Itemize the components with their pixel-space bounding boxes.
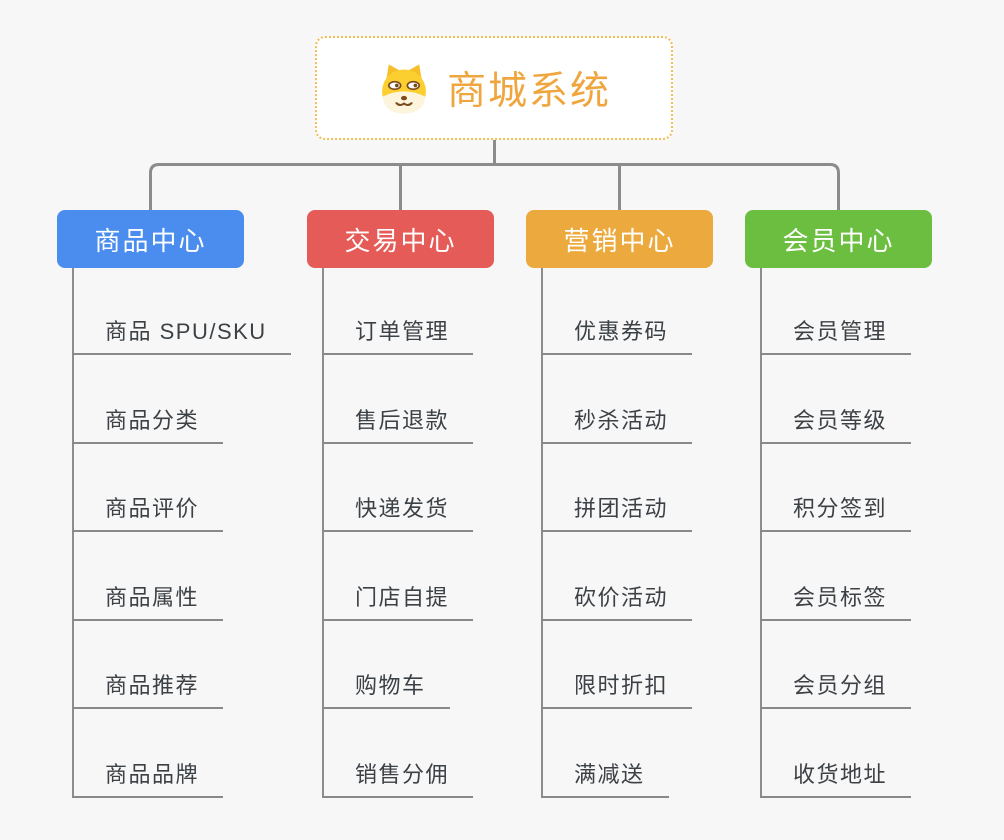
leaf-node[interactable]: 销售分佣 [322,760,474,798]
leaf-node[interactable]: 满减送 [541,760,669,798]
leaf-node[interactable]: 购物车 [322,671,450,709]
branch-node-trade[interactable]: 交易中心 [307,210,494,268]
branch-trunk-line [760,268,762,798]
leaf-node[interactable]: 商品 SPU/SKU [72,317,291,355]
branch-column-trade: 交易中心 订单管理 售后退款 快递发货 门店自提 购物车 销售分佣 [307,210,494,830]
leaf-node[interactable]: 会员管理 [760,317,912,355]
branch-column-product: 商品中心 商品 SPU/SKU 商品分类 商品评价 商品属性 商品推荐 商品品牌 [57,210,291,830]
leaf-node[interactable]: 商品推荐 [72,671,224,709]
bus-line [149,163,840,211]
branch-column-marketing: 营销中心 优惠券码 秒杀活动 拼团活动 砍价活动 限时折扣 满减送 [526,210,713,830]
branch-trunk-line [322,268,324,798]
leaf-node[interactable]: 商品属性 [72,583,224,621]
leaf-node[interactable]: 积分签到 [760,494,912,532]
leaf-node[interactable]: 砍价活动 [541,583,693,621]
leaf-node[interactable]: 优惠券码 [541,317,693,355]
leaf-node[interactable]: 商品品牌 [72,760,224,798]
leaf-node[interactable]: 会员标签 [760,583,912,621]
branch-trunk-line [541,268,543,798]
leaf-node[interactable]: 售后退款 [322,406,474,444]
root-node[interactable]: 商城系统 [315,36,673,140]
branch-node-member[interactable]: 会员中心 [745,210,932,268]
branch-node-marketing[interactable]: 营销中心 [526,210,713,268]
leaf-node[interactable]: 限时折扣 [541,671,693,709]
leaf-node[interactable]: 商品评价 [72,494,224,532]
leaf-node[interactable]: 秒杀活动 [541,406,693,444]
root-title: 商城系统 [446,70,611,113]
branch-node-product[interactable]: 商品中心 [57,210,244,268]
leaf-node[interactable]: 会员等级 [760,406,912,444]
leaf-node[interactable]: 订单管理 [322,317,474,355]
leaf-node[interactable]: 拼团活动 [541,494,693,532]
branch-column-member: 会员中心 会员管理 会员等级 积分签到 会员标签 会员分组 收货地址 [745,210,932,830]
branch-trunk-line [72,268,74,798]
leaf-node[interactable]: 快递发货 [322,494,474,532]
leaf-node[interactable]: 门店自提 [322,583,474,621]
leaf-node[interactable]: 收货地址 [760,760,912,798]
leaf-node[interactable]: 会员分组 [760,671,912,709]
shiba-dog-face-icon [382,64,426,114]
leaf-node[interactable]: 商品分类 [72,406,224,444]
